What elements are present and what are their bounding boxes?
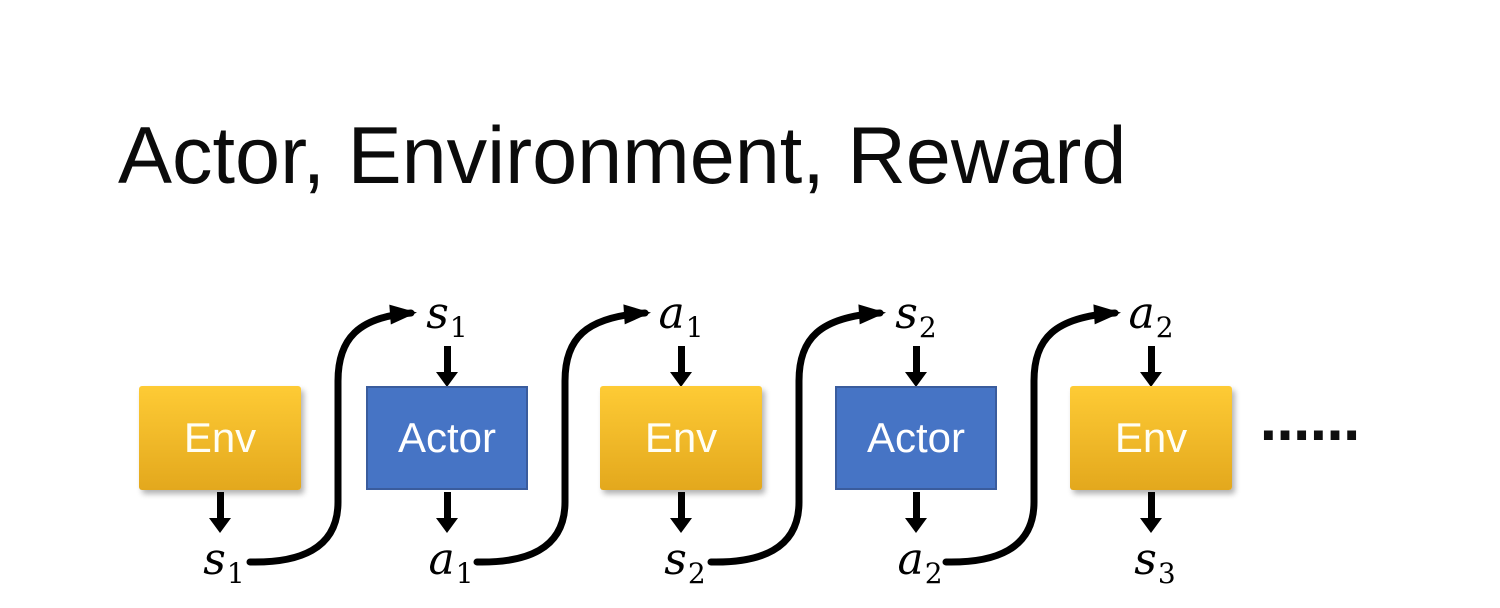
- label-subscript: 3: [1157, 557, 1176, 590]
- label-subscript: 2: [687, 557, 706, 590]
- top-state-label: s1: [426, 292, 467, 342]
- bottom-state-label: a2: [897, 538, 942, 588]
- bottom-state-label: a1: [428, 538, 473, 588]
- label-subscript: 2: [924, 557, 943, 590]
- label-base: s: [426, 288, 449, 339]
- label-base: s: [895, 288, 918, 339]
- output-arrow-icon: [443, 492, 451, 518]
- actor-box: Actor: [835, 386, 997, 490]
- label-base: s: [203, 534, 226, 585]
- env-box: Env: [1070, 386, 1232, 490]
- label-base: a: [658, 288, 685, 339]
- box-label: Actor: [866, 414, 966, 461]
- output-arrow-icon: [216, 492, 224, 518]
- label-subscript: 1: [449, 311, 468, 344]
- env-box: Env: [600, 386, 762, 490]
- env-box: Env: [139, 386, 301, 490]
- box-label: Actor: [397, 414, 497, 461]
- label-subscript: 2: [918, 311, 937, 344]
- label-base: a: [897, 534, 924, 585]
- label-subscript: 2: [1155, 311, 1174, 344]
- input-arrow-icon: [677, 346, 685, 372]
- input-arrow-icon: [443, 346, 451, 372]
- top-state-label: a1: [658, 292, 703, 342]
- output-arrow-icon: [1147, 492, 1155, 518]
- output-arrow-icon: [912, 492, 920, 518]
- box-label: Env: [644, 414, 718, 461]
- label-subscript: 1: [226, 557, 245, 590]
- label-subscript: 1: [685, 311, 704, 344]
- box-label: Env: [183, 414, 257, 461]
- label-base: a: [1128, 288, 1155, 339]
- input-arrow-icon: [912, 346, 920, 372]
- label-subscript: 1: [455, 557, 474, 590]
- slide-title: Actor, Environment, Reward: [118, 111, 1127, 201]
- continuation-ellipsis: ……: [1260, 394, 1360, 452]
- label-base: s: [664, 534, 687, 585]
- top-state-label: s2: [895, 292, 936, 342]
- actor-box: Actor: [366, 386, 528, 490]
- bottom-state-label: s1: [203, 538, 244, 588]
- label-base: s: [1134, 534, 1157, 585]
- box-label: Env: [1114, 414, 1188, 461]
- bottom-state-label: s3: [1134, 538, 1175, 588]
- input-arrow-icon: [1147, 346, 1155, 372]
- label-base: a: [428, 534, 455, 585]
- top-state-label: a2: [1128, 292, 1173, 342]
- bottom-state-label: s2: [664, 538, 705, 588]
- output-arrow-icon: [677, 492, 685, 518]
